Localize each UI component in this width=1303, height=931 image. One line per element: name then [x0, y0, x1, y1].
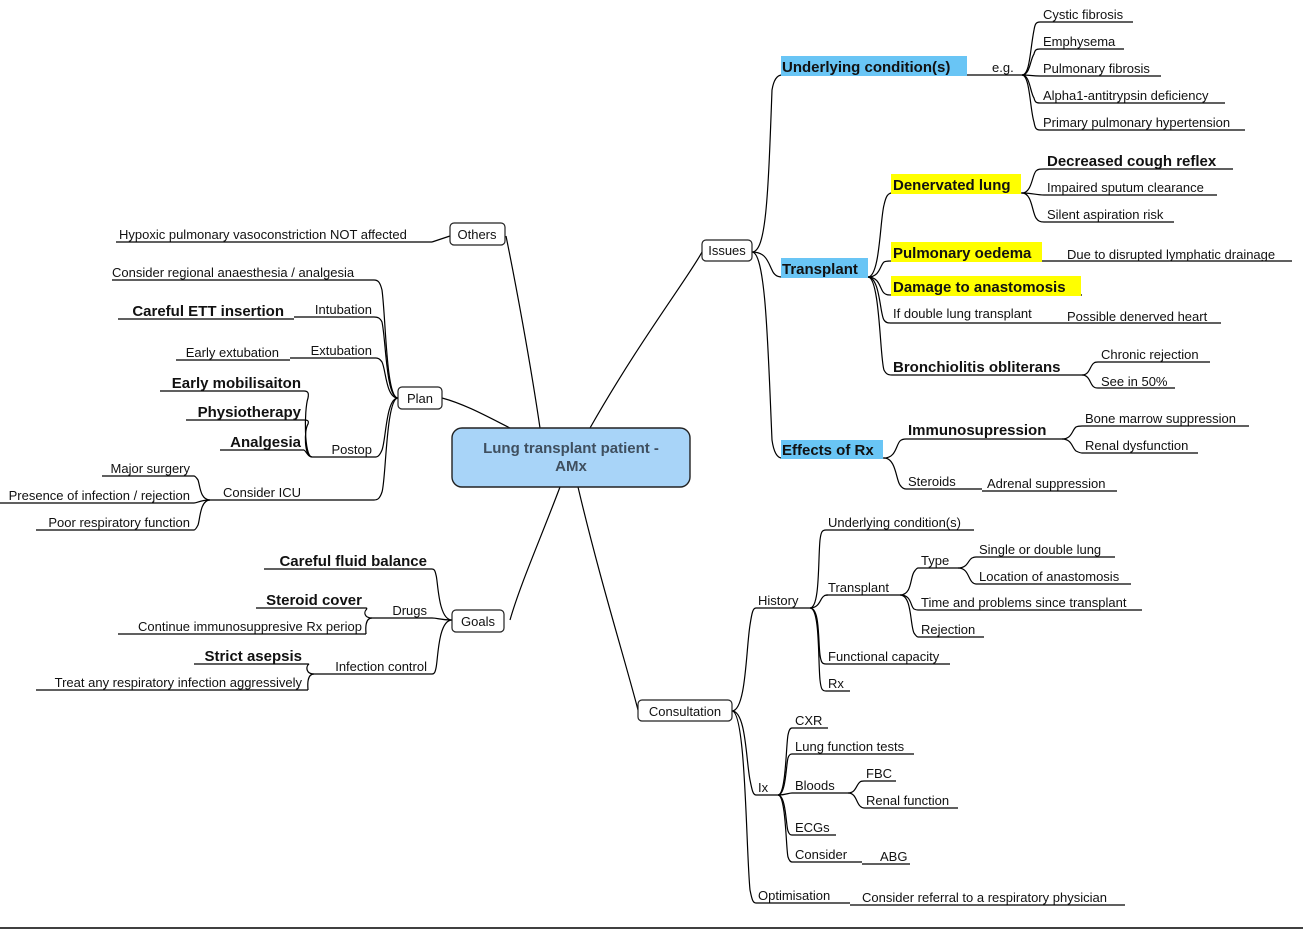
underlying-item-3[interactable]: Alpha1-antitrypsin deficiency	[1043, 88, 1209, 103]
infection-item-0[interactable]: Strict asepsis	[204, 648, 302, 665]
immuno-item-0[interactable]: Bone marrow suppression	[1085, 411, 1236, 426]
central-node[interactable]: Lung transplant patient - AMx	[451, 427, 691, 488]
anastomosis-highlight	[891, 276, 1081, 296]
transplant-label[interactable]: Transplant	[782, 261, 858, 278]
drugs-item-0[interactable]: Steroid cover	[266, 592, 362, 609]
others-label: Others	[457, 227, 497, 242]
bronch-item-1[interactable]: See in 50%	[1101, 374, 1168, 389]
underlying-item-1[interactable]: Emphysema	[1043, 34, 1116, 49]
history-underlying[interactable]: Underlying condition(s)	[828, 515, 961, 530]
plan-node[interactable]: Plan	[397, 386, 443, 410]
others-node[interactable]: Others	[449, 222, 506, 246]
postop-item-2[interactable]: Analgesia	[230, 434, 302, 451]
functional-label[interactable]: Functional capacity	[828, 649, 940, 664]
abg-label[interactable]: ABG	[880, 849, 907, 864]
lft-label[interactable]: Lung function tests	[795, 739, 905, 754]
bronch-label[interactable]: Bronchiolitis obliterans	[893, 359, 1061, 376]
plan-label: Plan	[407, 391, 433, 406]
denervated-item-0[interactable]: Decreased cough reflex	[1047, 153, 1217, 170]
optimisation-detail[interactable]: Consider referral to a respiratory physi…	[862, 890, 1107, 905]
connectors	[0, 21, 1292, 906]
bronch-item-0[interactable]: Chronic rejection	[1101, 347, 1199, 362]
issues-label: Issues	[708, 243, 746, 258]
optimisation-label[interactable]: Optimisation	[758, 888, 830, 903]
steroids-detail[interactable]: Adrenal suppression	[987, 476, 1106, 491]
rx-label[interactable]: Rx	[828, 676, 844, 691]
infection-label[interactable]: Infection control	[335, 659, 427, 674]
ecgs-label[interactable]: ECGs	[795, 820, 830, 835]
intubation-detail[interactable]: Careful ETT insertion	[132, 303, 284, 320]
icu-item-0[interactable]: Major surgery	[111, 461, 191, 476]
icu-item-1[interactable]: Presence of infection / rejection	[9, 488, 190, 503]
underlying-item-0[interactable]: Cystic fibrosis	[1043, 7, 1124, 22]
drugs-label[interactable]: Drugs	[392, 603, 427, 618]
immuno-label[interactable]: Immunosupression	[908, 422, 1046, 439]
underlying-label[interactable]: Underlying condition(s)	[782, 59, 950, 76]
oedema-detail[interactable]: Due to disrupted lymphatic drainage	[1067, 247, 1275, 262]
ix-label[interactable]: Ix	[758, 780, 769, 795]
drugs-item-1[interactable]: Continue immunosuppresive Rx periop	[138, 619, 362, 634]
anastomosis-label[interactable]: Damage to anastomosis	[893, 279, 1066, 296]
history-transplant-label[interactable]: Transplant	[828, 580, 889, 595]
bloods-label[interactable]: Bloods	[795, 778, 835, 793]
rejection-label[interactable]: Rejection	[921, 622, 975, 637]
intubation-label[interactable]: Intubation	[315, 302, 372, 317]
cxr-label[interactable]: CXR	[795, 713, 822, 728]
type-label[interactable]: Type	[921, 553, 949, 568]
goals-node[interactable]: Goals	[451, 609, 505, 633]
icu-label[interactable]: Consider ICU	[223, 485, 301, 500]
consider-label[interactable]: Consider	[795, 847, 848, 862]
postop-label[interactable]: Postop	[332, 442, 372, 457]
underlying-highlight	[781, 56, 967, 76]
denervated-highlight	[891, 174, 1021, 194]
bloods-item-0[interactable]: FBC	[866, 766, 892, 781]
effects-label[interactable]: Effects of Rx	[782, 442, 874, 459]
double-label[interactable]: If double lung transplant	[893, 306, 1032, 321]
central-title-line1: Lung transplant patient -	[483, 440, 659, 457]
fluid-label[interactable]: Careful fluid balance	[279, 553, 427, 570]
eg-label: e.g.	[992, 60, 1014, 75]
time-label[interactable]: Time and problems since transplant	[921, 595, 1127, 610]
underlying-item-4[interactable]: Primary pulmonary hypertension	[1043, 115, 1230, 130]
underlying-item-2[interactable]: Pulmonary fibrosis	[1043, 61, 1150, 76]
oedema-highlight	[891, 242, 1042, 262]
issues-node[interactable]: Issues	[701, 239, 753, 262]
central-title-line2: AMx	[555, 458, 587, 475]
type-item-0[interactable]: Single or double lung	[979, 542, 1101, 557]
postop-item-1[interactable]: Physiotherapy	[198, 404, 302, 421]
effects-highlight	[781, 440, 883, 459]
denervated-label[interactable]: Denervated lung	[893, 177, 1011, 194]
transplant-highlight	[781, 258, 868, 278]
steroids-label[interactable]: Steroids	[908, 474, 956, 489]
postop-item-0[interactable]: Early mobilisaiton	[172, 375, 301, 392]
denervated-item-2[interactable]: Silent aspiration risk	[1047, 207, 1164, 222]
history-label[interactable]: History	[758, 593, 799, 608]
immuno-item-1[interactable]: Renal dysfunction	[1085, 438, 1188, 453]
extubation-label[interactable]: Extubation	[311, 343, 372, 358]
oedema-label[interactable]: Pulmonary oedema	[893, 245, 1032, 262]
extubation-detail[interactable]: Early extubation	[186, 345, 279, 360]
plan-regional[interactable]: Consider regional anaesthesia / analgesi…	[112, 265, 355, 280]
others-detail[interactable]: Hypoxic pulmonary vasoconstriction NOT a…	[119, 227, 407, 242]
denervated-item-1[interactable]: Impaired sputum clearance	[1047, 180, 1204, 195]
type-item-1[interactable]: Location of anastomosis	[979, 569, 1120, 584]
goals-label: Goals	[461, 614, 495, 629]
bloods-item-1[interactable]: Renal function	[866, 793, 949, 808]
infection-item-1[interactable]: Treat any respiratory infection aggressi…	[55, 675, 303, 690]
consultation-node[interactable]: Consultation	[637, 699, 733, 722]
consultation-label: Consultation	[649, 704, 721, 719]
double-detail[interactable]: Possible denerved heart	[1067, 309, 1208, 324]
icu-item-2[interactable]: Poor respiratory function	[48, 515, 190, 530]
